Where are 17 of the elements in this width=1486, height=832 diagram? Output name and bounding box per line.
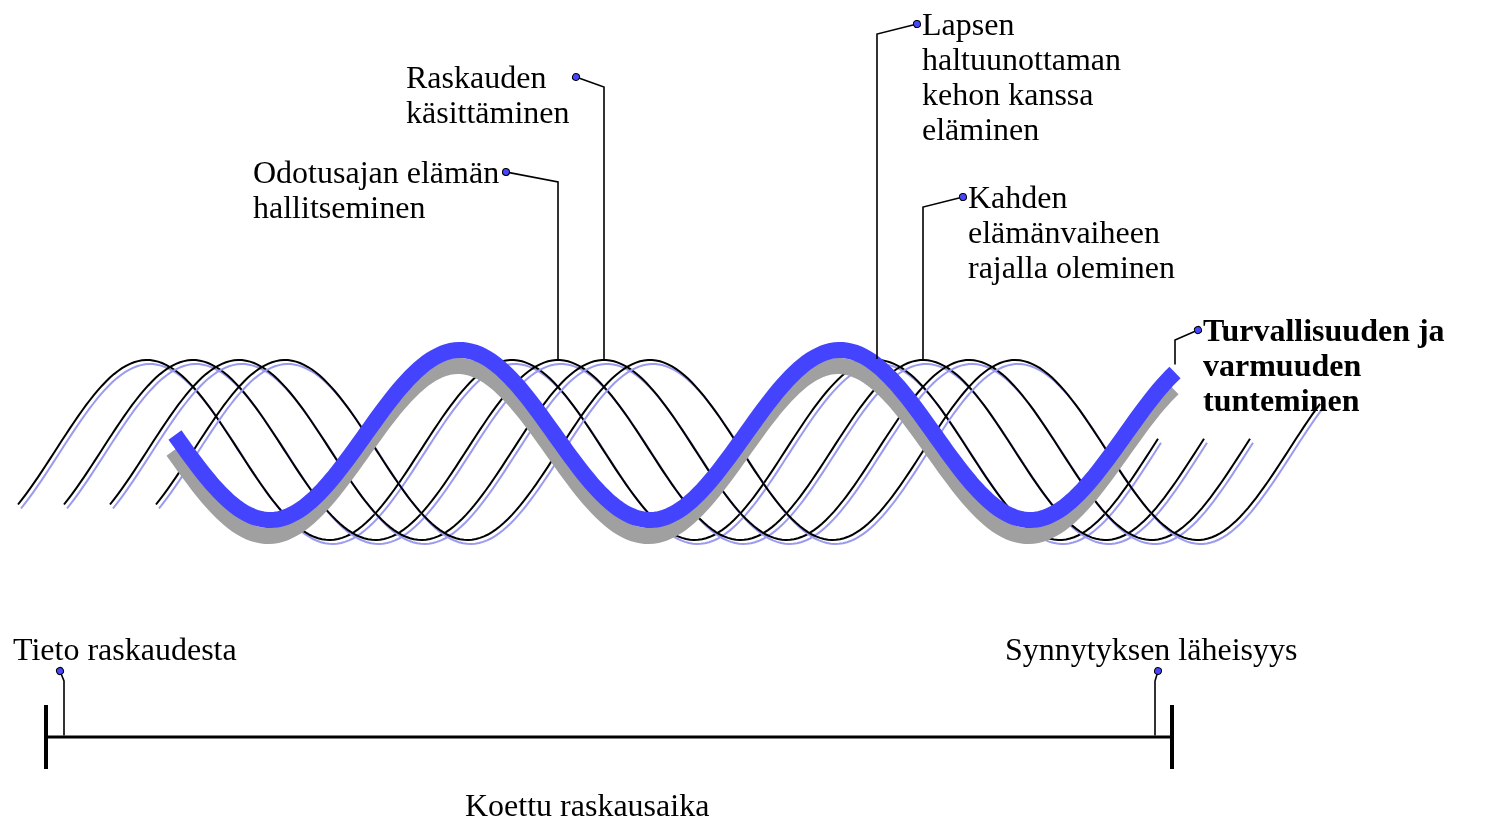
leader-line [876,20,921,360]
leader-line [502,168,559,360]
stage-label: Raskauden käsittäminen [406,60,571,130]
leader-line [1174,326,1202,366]
leader-line [572,73,605,360]
timeline-bar [44,705,1174,769]
timeline-caption: Koettu raskausaika [465,788,710,823]
leader-line [56,667,65,737]
leader-line [922,193,967,360]
stage-label: Odotusajan elämän hallitseminen [253,155,501,225]
stage-label: Synnytyksen läheisyys [1005,632,1299,667]
stage-label: Kahden elämänvaiheen rajalla oleminen [968,180,1177,285]
highlighted-wave [166,342,1181,544]
stage-label: Lapsen haltuunottaman kehon kanssa eläminen [922,7,1123,147]
stage-label: Tieto raskaudesta [13,632,238,667]
leader-line [1154,667,1162,737]
stage-label: Turvallisuuden ja varmuuden tunteminen [1203,313,1446,418]
